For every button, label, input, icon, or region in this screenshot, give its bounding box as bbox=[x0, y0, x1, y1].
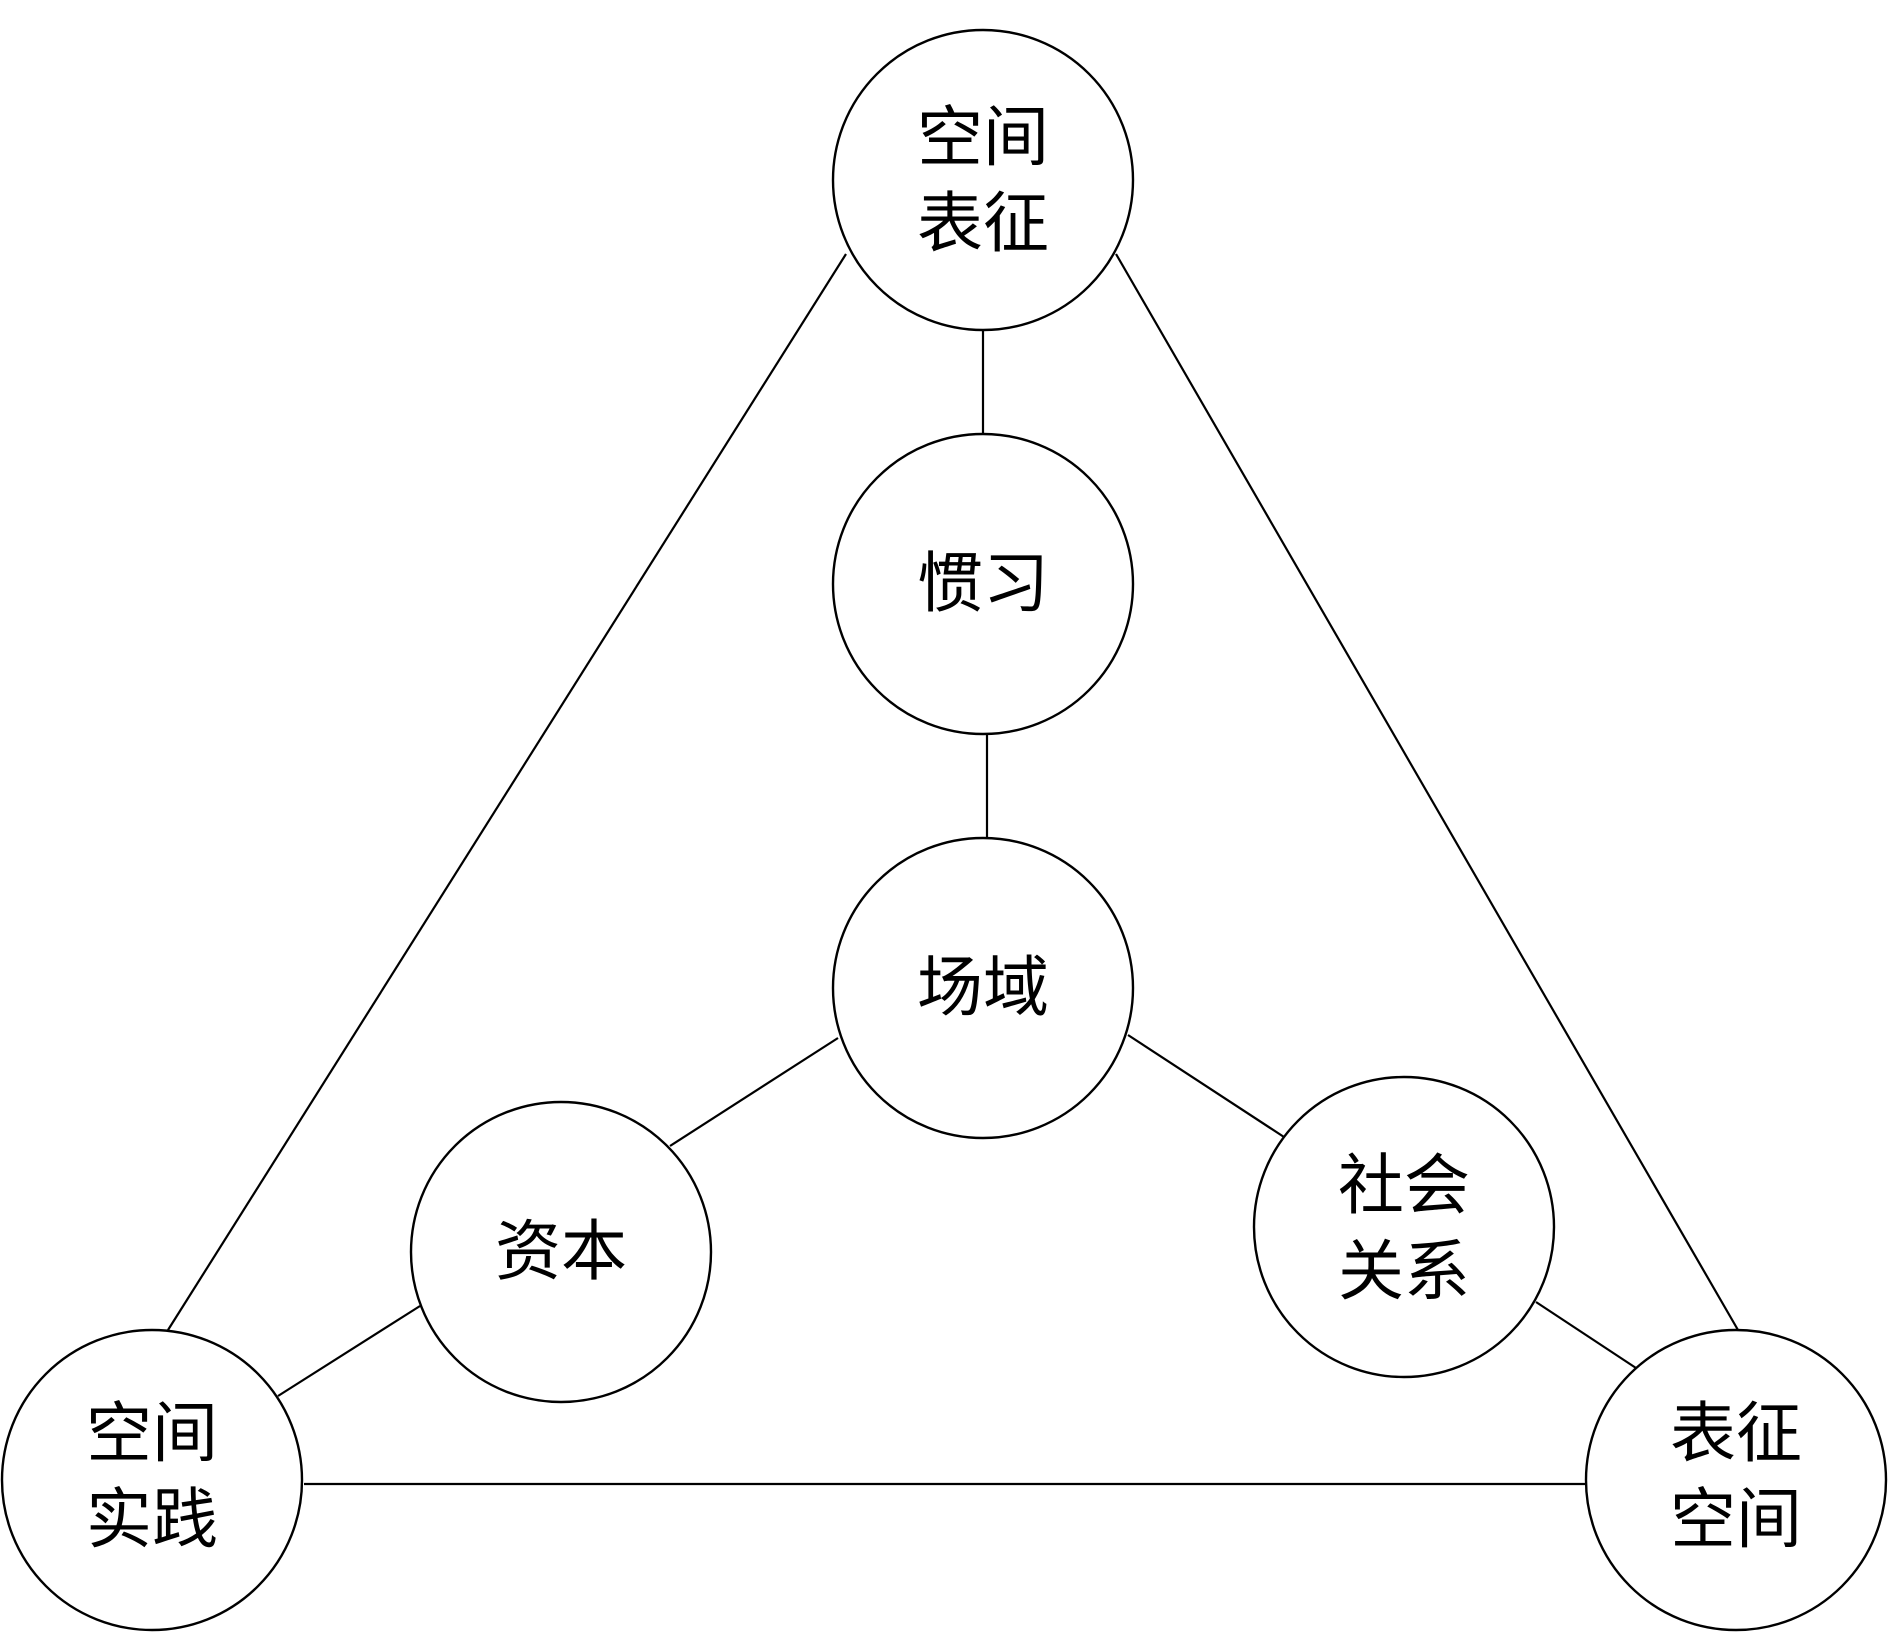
node-label: 场域 bbox=[917, 949, 1049, 1026]
node-spatial-practice: 空间 实践 bbox=[0, 1328, 304, 1632]
node-circle bbox=[831, 836, 1135, 1140]
node-representational-space: 表征 空间 bbox=[1584, 1328, 1888, 1632]
edge-field-to-capital bbox=[669, 1037, 839, 1147]
node-label: 资本 bbox=[495, 1213, 627, 1290]
node-social-relations: 社会 关系 bbox=[1252, 1075, 1556, 1379]
node-label: 惯习 bbox=[917, 545, 1049, 622]
node-label-line-2: 表征 bbox=[917, 185, 1049, 262]
node-label-line-1: 社会 bbox=[1338, 1147, 1470, 1224]
node-circle bbox=[1584, 1328, 1888, 1632]
node-label-line-1: 表征 bbox=[1670, 1395, 1802, 1472]
node-label-line-2: 实践 bbox=[86, 1481, 218, 1558]
node-label-line-1: 空间 bbox=[86, 1395, 218, 1472]
edge-top-to-bottom-left bbox=[167, 253, 847, 1331]
edge-field-to-social-relations bbox=[1127, 1034, 1285, 1138]
node-capital: 资本 bbox=[409, 1100, 713, 1404]
edge-top-to-bottom-right bbox=[1115, 253, 1739, 1331]
node-label-line-2: 关系 bbox=[1338, 1233, 1470, 1310]
node-label-line-1: 空间 bbox=[917, 99, 1049, 176]
node-circle bbox=[831, 432, 1135, 736]
node-circle bbox=[831, 28, 1135, 332]
node-label-line-2: 空间 bbox=[1670, 1481, 1802, 1558]
node-circle bbox=[409, 1100, 713, 1404]
edge-capital-to-spatial-practice bbox=[277, 1305, 421, 1397]
node-field: 场域 bbox=[831, 836, 1135, 1140]
node-circle bbox=[1252, 1075, 1556, 1379]
node-representations-of-space: 空间 表征 bbox=[831, 28, 1135, 332]
node-circle bbox=[0, 1328, 304, 1632]
node-habitus: 惯习 bbox=[831, 432, 1135, 736]
edge-social-relations-to-representational-space bbox=[1535, 1301, 1637, 1369]
